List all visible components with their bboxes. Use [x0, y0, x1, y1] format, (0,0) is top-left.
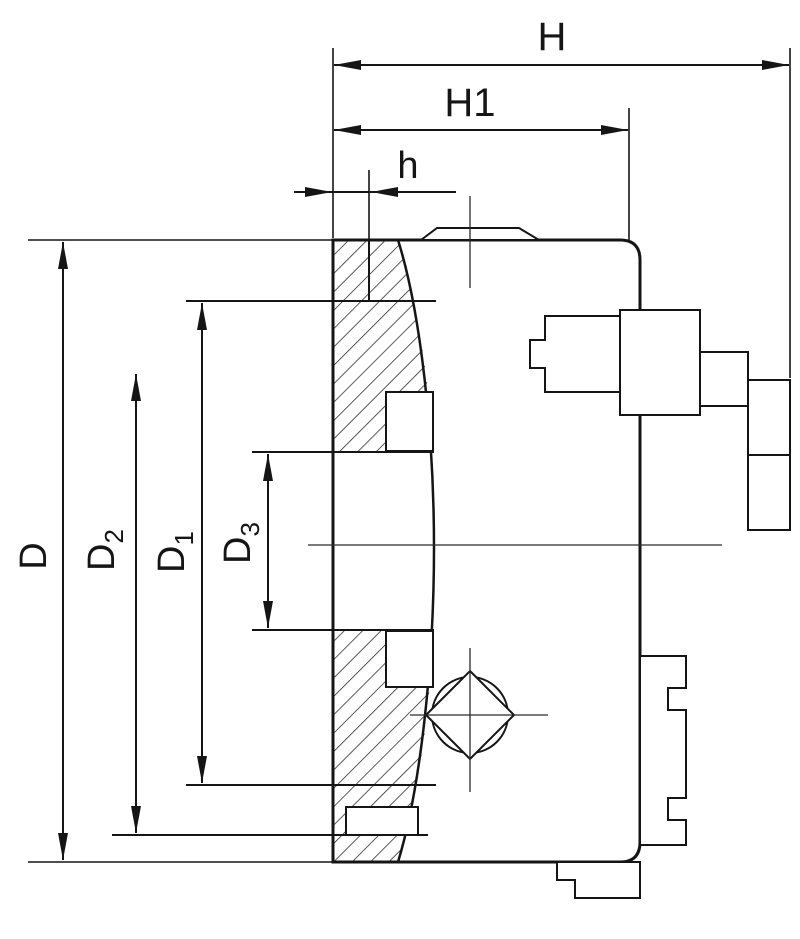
- label-D: D: [13, 542, 55, 569]
- counterbore-upper: [385, 391, 434, 452]
- mount-boss: [556, 861, 641, 899]
- dimension-H1: H1: [334, 81, 628, 135]
- counterbore-lower: [385, 630, 434, 688]
- guide-rail-profile: [639, 655, 687, 846]
- jaw-block: [619, 309, 701, 416]
- backplate-curve: [396, 239, 436, 863]
- label-h: h: [397, 145, 418, 187]
- chuck-body: [112, 227, 642, 864]
- top-key-boss: [418, 227, 543, 241]
- jaw-assembly: [529, 309, 791, 899]
- dimension-D3: D3: [217, 454, 273, 628]
- jaw-step: [699, 351, 749, 407]
- label-D3: D3: [217, 522, 265, 564]
- bottom-groove: [345, 806, 419, 836]
- dimension-h: h: [294, 145, 456, 197]
- dimension-D1: D1: [151, 303, 207, 783]
- dimension-D: D: [13, 242, 68, 860]
- label-D1: D1: [151, 531, 199, 573]
- scroll-screw-detail: [410, 648, 548, 792]
- dimension-H: H: [334, 15, 789, 70]
- backplate-hatch-lower: [334, 631, 433, 861]
- jaw-key-tab: [529, 315, 621, 393]
- dimension-D2: D2: [81, 374, 141, 833]
- label-D2: D2: [81, 529, 129, 571]
- extension-lines: [28, 48, 791, 863]
- label-H1: H1: [444, 81, 495, 125]
- label-H: H: [538, 15, 567, 59]
